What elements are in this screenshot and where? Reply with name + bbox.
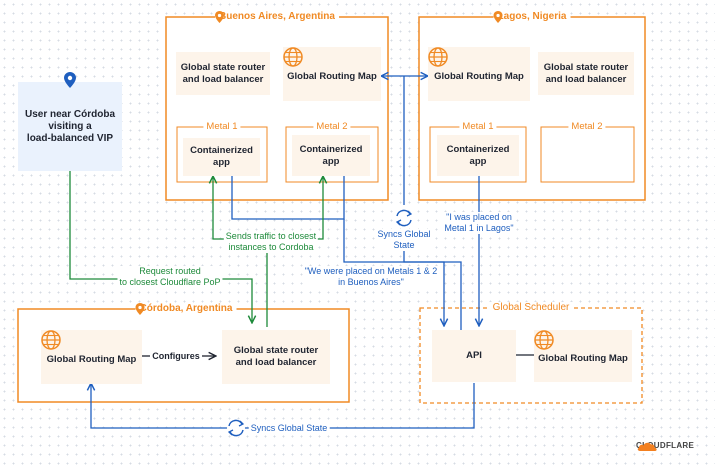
- ba-metal2-title: Metal 2: [313, 121, 351, 132]
- location-pin-icon: [493, 11, 503, 23]
- globe-icon: [534, 330, 554, 350]
- user-box: User near Córdoba visiting a load-balanc…: [18, 72, 122, 171]
- cloud-icon: [637, 442, 657, 451]
- cordoba-title: Córdoba, Argentina: [135, 303, 237, 315]
- lagos-metal2-frame: [540, 126, 635, 183]
- configures-label: Configures: [152, 351, 200, 361]
- user-label: User near Córdoba visiting a load-balanc…: [24, 108, 116, 144]
- buenos-aires-title: Buenos Aires, Argentina: [215, 11, 339, 23]
- cordoba-routing-map-box: Global Routing Map: [41, 330, 142, 384]
- location-pin-icon: [64, 72, 76, 88]
- lagos-metal1-title: Metal 1: [459, 121, 497, 132]
- syncs-global-state-bottom-label: Syncs Global State: [248, 423, 330, 434]
- sync-icon-bottom: [227, 419, 245, 437]
- ba-routing-map-box: Global Routing Map: [283, 47, 381, 101]
- globe-icon: [283, 47, 303, 67]
- cloudflare-logo: CLOUDFLARE: [636, 441, 695, 451]
- location-pin-icon: [215, 11, 225, 23]
- lagos-routing-map-box: Global Routing Map: [428, 47, 530, 101]
- lagos-metal2-title: Metal 2: [568, 121, 606, 132]
- lagos-title: Lagos, Nigeria: [493, 11, 571, 23]
- globe-icon: [428, 47, 448, 67]
- api-box: API: [432, 330, 516, 382]
- sync-icon-top: [395, 209, 413, 227]
- scheduler-title: Global Scheduler: [488, 302, 574, 313]
- globe-icon: [41, 330, 61, 350]
- location-pin-icon: [135, 303, 145, 315]
- ba-metal1-title: Metal 1: [203, 121, 241, 132]
- scheduler-routing-map-box: Global Routing Map: [534, 330, 632, 382]
